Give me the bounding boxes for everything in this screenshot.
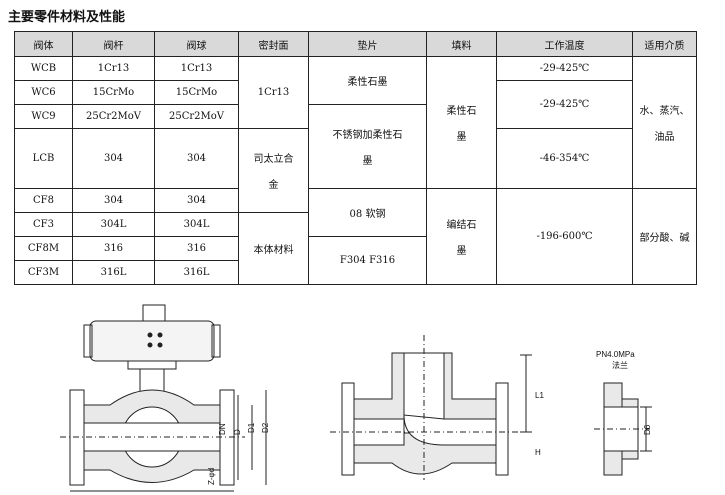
cell-ball: 316L: [154, 260, 239, 285]
dim-dn: DN: [218, 423, 227, 435]
header-body: 阀体: [14, 31, 73, 57]
cell-ball: 304L: [154, 212, 239, 237]
cell-seal-3: 本体材料: [238, 212, 309, 285]
gasket-text: 不锈钢加柔性石: [332, 130, 403, 141]
packing-text: 墨: [456, 246, 467, 257]
seal-text: 金: [268, 180, 279, 191]
gasket-text: 柔性石墨: [347, 77, 388, 88]
flange-label-2: 法兰: [612, 360, 628, 370]
cell-ball: 304: [154, 128, 239, 189]
dim-z: Z-φd: [207, 468, 216, 485]
dim-d: D: [233, 429, 242, 435]
cell-temp-3: -46-354℃: [496, 128, 633, 189]
seal-text: 司太立合: [253, 154, 294, 165]
cell-ball: 304: [154, 188, 239, 213]
table-row: WC9 25Cr2MoV 25Cr2MoV 不锈钢加柔性石墨: [14, 104, 697, 189]
table-row: LCB 304 304 司太立合金 -46-354℃: [14, 128, 697, 213]
cell-body: CF3M: [14, 260, 73, 285]
cell-seal-2: 司太立合金: [238, 128, 309, 213]
cell-ball: 1Cr13: [154, 56, 239, 81]
gasket-text: 08 软钢: [349, 209, 386, 220]
cell-gasket-1: 柔性石墨: [308, 56, 427, 105]
cell-body: WC9: [14, 104, 73, 129]
dim-d2: D2: [261, 422, 270, 433]
cell-stem: 304: [72, 128, 155, 189]
dim-l1: L1: [535, 391, 544, 400]
cell-body: CF8M: [14, 236, 73, 261]
materials-table: 阀体 阀杆 阀球 密封面 垫片 填料 工作温度 适用介质 WCB 1Cr13 1…: [14, 31, 697, 285]
table-row: CF3M 316L 316L: [14, 260, 697, 285]
gasket-text: 墨: [362, 156, 373, 167]
header-stem: 阀杆: [72, 31, 155, 57]
cell-body: WCB: [14, 56, 73, 81]
cell-gasket-2: 不锈钢加柔性石墨: [308, 104, 427, 189]
valve-drawings: D D1 D2 DN Z-φd L1 H PN4.0MPa 法兰 D6: [60, 304, 652, 492]
table-row: WCB 1Cr13 1Cr13 1Cr13 柔性石墨 柔性石墨 -29-425℃…: [14, 56, 697, 189]
cell-packing-1: 柔性石墨: [426, 56, 497, 189]
cell-ball: 316: [154, 236, 239, 261]
flange-drawing: [594, 382, 652, 476]
table-row: CF8M 316 316 F304 F316: [14, 236, 697, 285]
table-header-row: 阀体 阀杆 阀球 密封面 垫片 填料 工作温度 适用介质: [14, 31, 697, 57]
cell-temp-2: -29-425℃: [496, 80, 633, 129]
table-row: CF3 304L 304L 本体材料: [14, 212, 697, 285]
cell-stem: 304L: [72, 212, 155, 237]
table-row: WC6 15CrMo 15CrMo -29-425℃: [14, 80, 697, 129]
packing-text: 编结石: [446, 220, 477, 231]
cell-temp-1: -29-425℃: [496, 56, 633, 81]
header-gasket: 垫片: [308, 31, 427, 57]
cell-stem: 316L: [72, 260, 155, 285]
cell-gasket-3: 08 软钢: [308, 188, 427, 237]
cell-gasket-4: F304 F316: [308, 236, 427, 285]
cell-stem: 25Cr2MoV: [72, 104, 155, 129]
seal-text: 本体材料: [253, 245, 294, 256]
header-packing: 填料: [426, 31, 497, 57]
cell-ball: 15CrMo: [154, 80, 239, 105]
cell-packing-2: 编结石墨: [426, 188, 497, 285]
cell-stem: 15CrMo: [72, 80, 155, 105]
ball-valve-drawing: [60, 304, 267, 492]
medium-text: 油品: [654, 132, 675, 143]
cell-medium-1: 水、蒸汽、油品: [632, 56, 697, 189]
cell-body: LCB: [14, 128, 73, 189]
cell-seal-1: 1Cr13: [238, 56, 309, 129]
medium-text: 水、蒸汽、: [639, 106, 690, 117]
header-temp: 工作温度: [496, 31, 633, 57]
cell-temp-4: -196-600℃: [496, 188, 633, 285]
page-title: 主要零件材料及性能: [8, 10, 126, 25]
cell-ball: 25Cr2MoV: [154, 104, 239, 129]
cell-stem: 1Cr13: [72, 56, 155, 81]
cell-stem: 316: [72, 236, 155, 261]
cell-body: WC6: [14, 80, 73, 105]
cell-body: CF3: [14, 212, 73, 237]
gasket-text: F304 F316: [339, 255, 396, 266]
header-ball: 阀球: [154, 31, 239, 57]
flange-label-1: PN4.0MPa: [596, 350, 635, 359]
cell-stem: 304: [72, 188, 155, 213]
seal-text: 1Cr13: [257, 87, 290, 98]
cell-body: CF8: [14, 188, 73, 213]
table-row: CF8 304 304 08 软钢 编结石墨 -196-600℃ 部分酸、碱: [14, 188, 697, 285]
dim-d1: D1: [247, 422, 256, 433]
dim-d6: D6: [643, 424, 652, 435]
cell-medium-2: 部分酸、碱: [632, 188, 697, 285]
header-medium: 适用介质: [632, 31, 697, 57]
packing-text: 墨: [456, 132, 467, 143]
section-view-drawing: [330, 335, 532, 480]
packing-text: 柔性石: [446, 106, 477, 117]
dim-h: H: [535, 448, 541, 457]
header-seal: 密封面: [238, 31, 309, 57]
